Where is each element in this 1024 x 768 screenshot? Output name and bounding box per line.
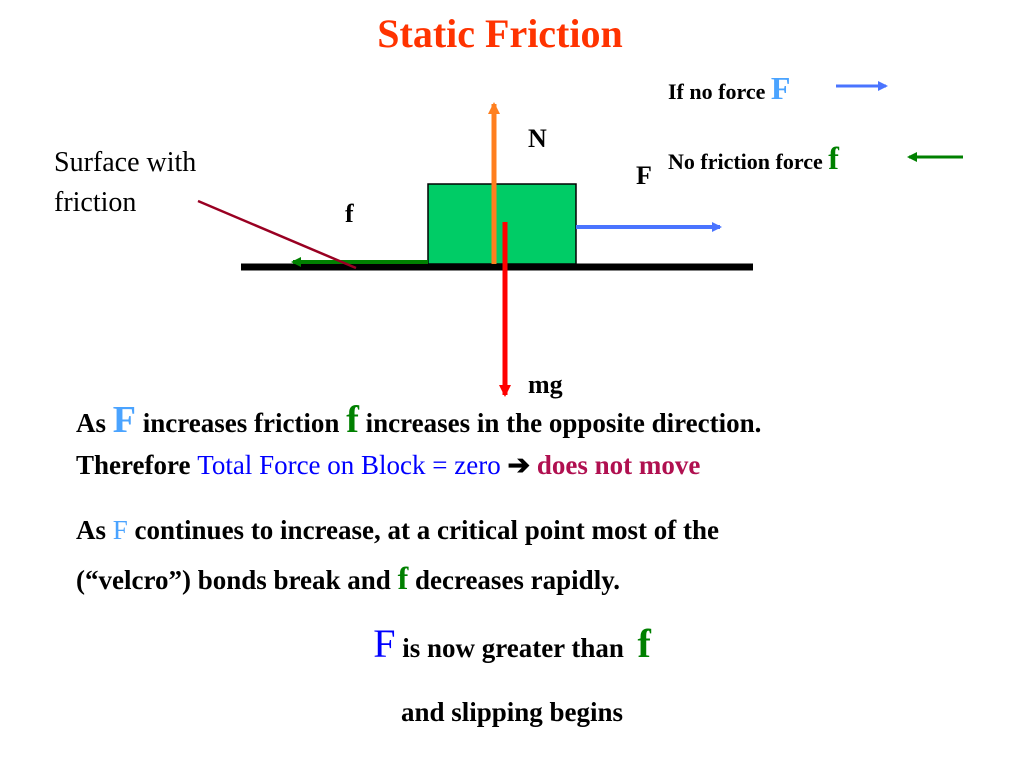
paragraph-5: F is now greater than f (0, 620, 1024, 667)
paragraph-6: and slipping begins (400, 697, 624, 727)
text-continues: continues to increase, at a critical poi… (134, 515, 719, 545)
text-as: As (76, 408, 107, 438)
surface-label-line2: friction (54, 187, 137, 218)
text-opposite-direction: increases in the opposite direction. (365, 408, 762, 438)
surface-label-line1: Surface with (54, 147, 197, 178)
surface-label: Surface with friction (54, 143, 196, 223)
page-title: Static Friction (377, 11, 623, 56)
symbol-F-2: F (112, 515, 128, 545)
legend-no-force-symbol: F (770, 70, 791, 106)
weight-force-label: mg (528, 370, 563, 399)
normal-force-label: N (528, 124, 547, 153)
legend-no-force: If no force F (668, 70, 790, 107)
text-increases-friction: increases friction (142, 408, 340, 438)
symbol-F-3: F (373, 621, 396, 666)
text-greater-than: is now greater than (402, 633, 624, 663)
text-does-not-move: does not move (536, 450, 701, 480)
text-therefore: Therefore (76, 450, 191, 480)
paragraph-1: As F increases friction f increases in t… (76, 398, 761, 442)
implies-arrow-icon: ➔ (507, 450, 531, 480)
applied-force-label: F (636, 161, 652, 190)
surface-pointer-line (197, 199, 357, 270)
legend-no-force-text: If no force (668, 79, 766, 104)
symbol-F: F (112, 399, 136, 441)
text-decreases: decreases rapidly. (414, 565, 620, 595)
paragraph-3: As F continues to increase, at a critica… (76, 515, 719, 546)
text-total-force: Total Force on Block = zero (197, 450, 501, 480)
friction-force-label: f (345, 199, 354, 228)
text-velcro: (“velcro”) bonds break and (76, 565, 391, 595)
text-as-2: As (76, 515, 107, 545)
symbol-f: f (346, 399, 359, 441)
legend-no-friction: No friction force f (668, 140, 839, 177)
legend-no-friction-symbol: f (828, 140, 839, 176)
legend-no-friction-text: No friction force (668, 149, 823, 174)
paragraph-4: (“velcro”) bonds break and f decreases r… (76, 560, 620, 597)
symbol-f-3: f (637, 621, 651, 666)
paragraph-2: Therefore Total Force on Block = zero ➔ … (76, 450, 700, 481)
block (427, 183, 577, 265)
symbol-f-2: f (397, 560, 409, 596)
